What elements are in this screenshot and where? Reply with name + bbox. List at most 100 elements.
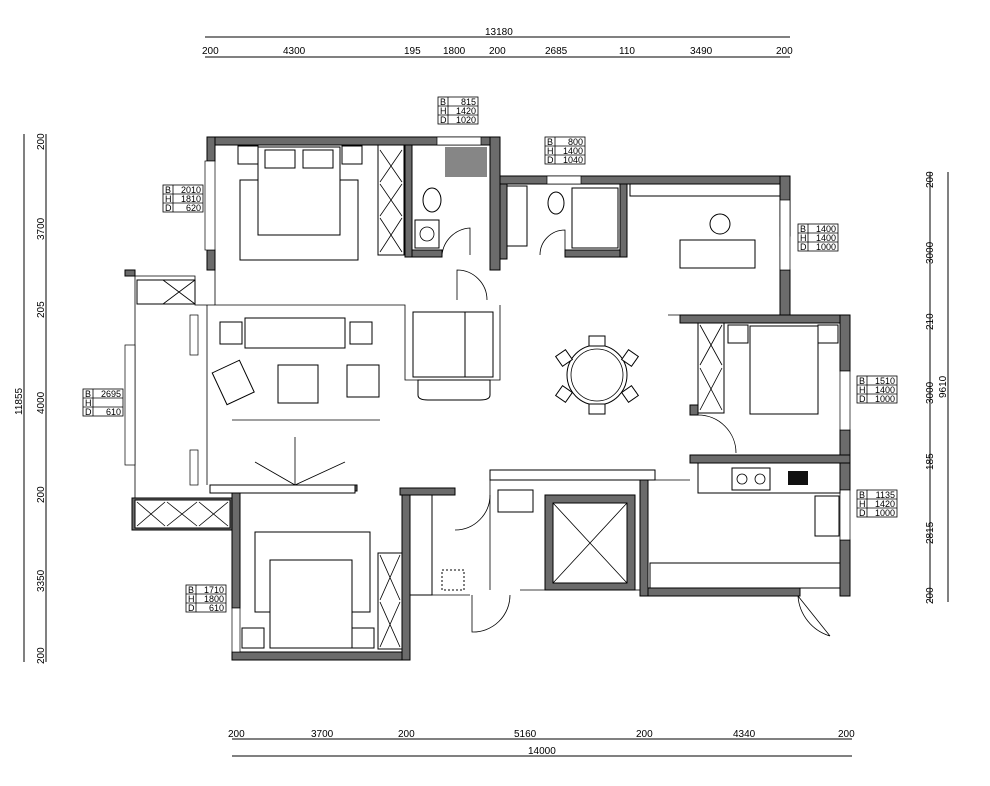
tag-value-h: 1400 <box>875 385 895 395</box>
right-dim-segment: 210 <box>925 313 936 330</box>
tag-value-d: 610 <box>106 407 121 417</box>
tag-key: D <box>440 115 447 125</box>
right-dim-segment: 185 <box>925 453 936 470</box>
windows <box>124 136 851 653</box>
balcony-cabinet <box>136 279 196 305</box>
lower-cabinets <box>649 562 841 589</box>
range-hood <box>788 471 808 485</box>
right-dim-segment: 3000 <box>925 241 936 264</box>
top-dim-segment: 200 <box>202 46 219 57</box>
shoe-cabinet <box>489 469 656 481</box>
tag-value-d: 1020 <box>456 115 476 125</box>
tag-value-h: 1420 <box>456 106 476 116</box>
left-dim-segment: 205 <box>36 301 47 318</box>
tag-key: H <box>188 594 195 604</box>
wardrobe <box>697 322 725 414</box>
toilet <box>547 191 565 215</box>
left-dim-segment: 4000 <box>36 391 47 414</box>
top-dim-segment: 3490 <box>690 46 713 57</box>
console <box>417 379 491 401</box>
bottom-dim-segment: 3700 <box>311 729 334 740</box>
armchair <box>211 359 255 406</box>
chair <box>709 213 731 235</box>
tag-value-h: 1400 <box>563 146 583 156</box>
toilet <box>422 187 442 213</box>
tag-key: H <box>859 385 866 395</box>
tag-value-b: 815 <box>461 97 476 107</box>
tag-value-d: 1000 <box>875 394 895 404</box>
tag-key: B <box>800 224 806 234</box>
left-dimension-chain: 11855 200 3700 205 4000 200 3350 200 <box>14 133 47 664</box>
sink <box>814 495 840 537</box>
tag-value-h: 1800 <box>204 594 224 604</box>
left-dim-segment: 3350 <box>36 569 47 592</box>
tag-value-b: 2010 <box>181 185 201 195</box>
right-dim-segment: 2815 <box>925 521 936 544</box>
cabinet <box>412 311 466 378</box>
tag-value-h: 1810 <box>181 194 201 204</box>
tag-value-d: 620 <box>186 203 201 213</box>
armchair <box>346 364 380 398</box>
tag-key: D <box>85 407 92 417</box>
tag-value-b: 1400 <box>816 224 836 234</box>
floor-drain <box>441 569 465 591</box>
wardrobe <box>377 552 403 650</box>
tag-key: D <box>165 203 172 213</box>
tag-key: B <box>859 376 865 386</box>
tag-key: H <box>800 233 807 243</box>
bottom-total-dim: 14000 <box>528 746 556 757</box>
tag-key: D <box>547 155 554 165</box>
right-dim-segment: 200 <box>925 171 936 188</box>
bottom-dim-segment: 5160 <box>514 729 537 740</box>
desk <box>679 239 756 269</box>
shower <box>445 147 487 177</box>
tag-key: D <box>188 603 195 613</box>
tag-key: B <box>188 585 194 595</box>
bottom-dim-segment: 200 <box>636 729 653 740</box>
window <box>839 370 851 431</box>
bottom-dim-segment: 200 <box>398 729 415 740</box>
dining-set <box>554 335 640 415</box>
bed <box>269 559 353 649</box>
tag-key: H <box>859 499 866 509</box>
left-dim-segment: 200 <box>36 133 47 150</box>
tv-cabinet <box>209 484 356 494</box>
tag-key: H <box>85 398 92 408</box>
top-dim-segment: 110 <box>619 46 635 57</box>
tag-value-b: 800 <box>568 137 583 147</box>
sofa <box>244 317 346 349</box>
nightstand <box>237 145 259 165</box>
tag-value-d: 1000 <box>875 508 895 518</box>
tag-key: B <box>165 185 171 195</box>
top-dim-segment: 195 <box>404 46 421 57</box>
top-dim-segment: 200 <box>489 46 506 57</box>
tag-value-d: 610 <box>209 603 224 613</box>
right-dimension-chain: 200 3000 210 3000 185 2815 200 9610 <box>925 171 949 604</box>
tag-key: D <box>800 242 807 252</box>
tag-key: H <box>165 194 172 204</box>
left-dim-segment: 200 <box>36 647 47 664</box>
tag-key: H <box>547 146 554 156</box>
tag-value-h: 1420 <box>875 499 895 509</box>
tag-key: B <box>440 97 446 107</box>
bottom-dimension-chain: 200 3700 200 5160 200 4340 200 14000 <box>228 729 855 757</box>
top-dimension-chain: 13180 200 4300 195 1800 200 2685 110 349… <box>202 27 793 58</box>
door <box>456 269 488 301</box>
window <box>546 175 582 185</box>
right-dim-segment: 200 <box>925 587 936 604</box>
shower <box>571 187 619 249</box>
tag-value-d: 1040 <box>563 155 583 165</box>
window <box>839 489 851 541</box>
nightstand <box>341 145 363 165</box>
bottom-dim-segment: 200 <box>228 729 245 740</box>
top-dim-segment: 2685 <box>545 46 568 57</box>
bookshelf <box>629 183 781 197</box>
window <box>124 344 136 466</box>
